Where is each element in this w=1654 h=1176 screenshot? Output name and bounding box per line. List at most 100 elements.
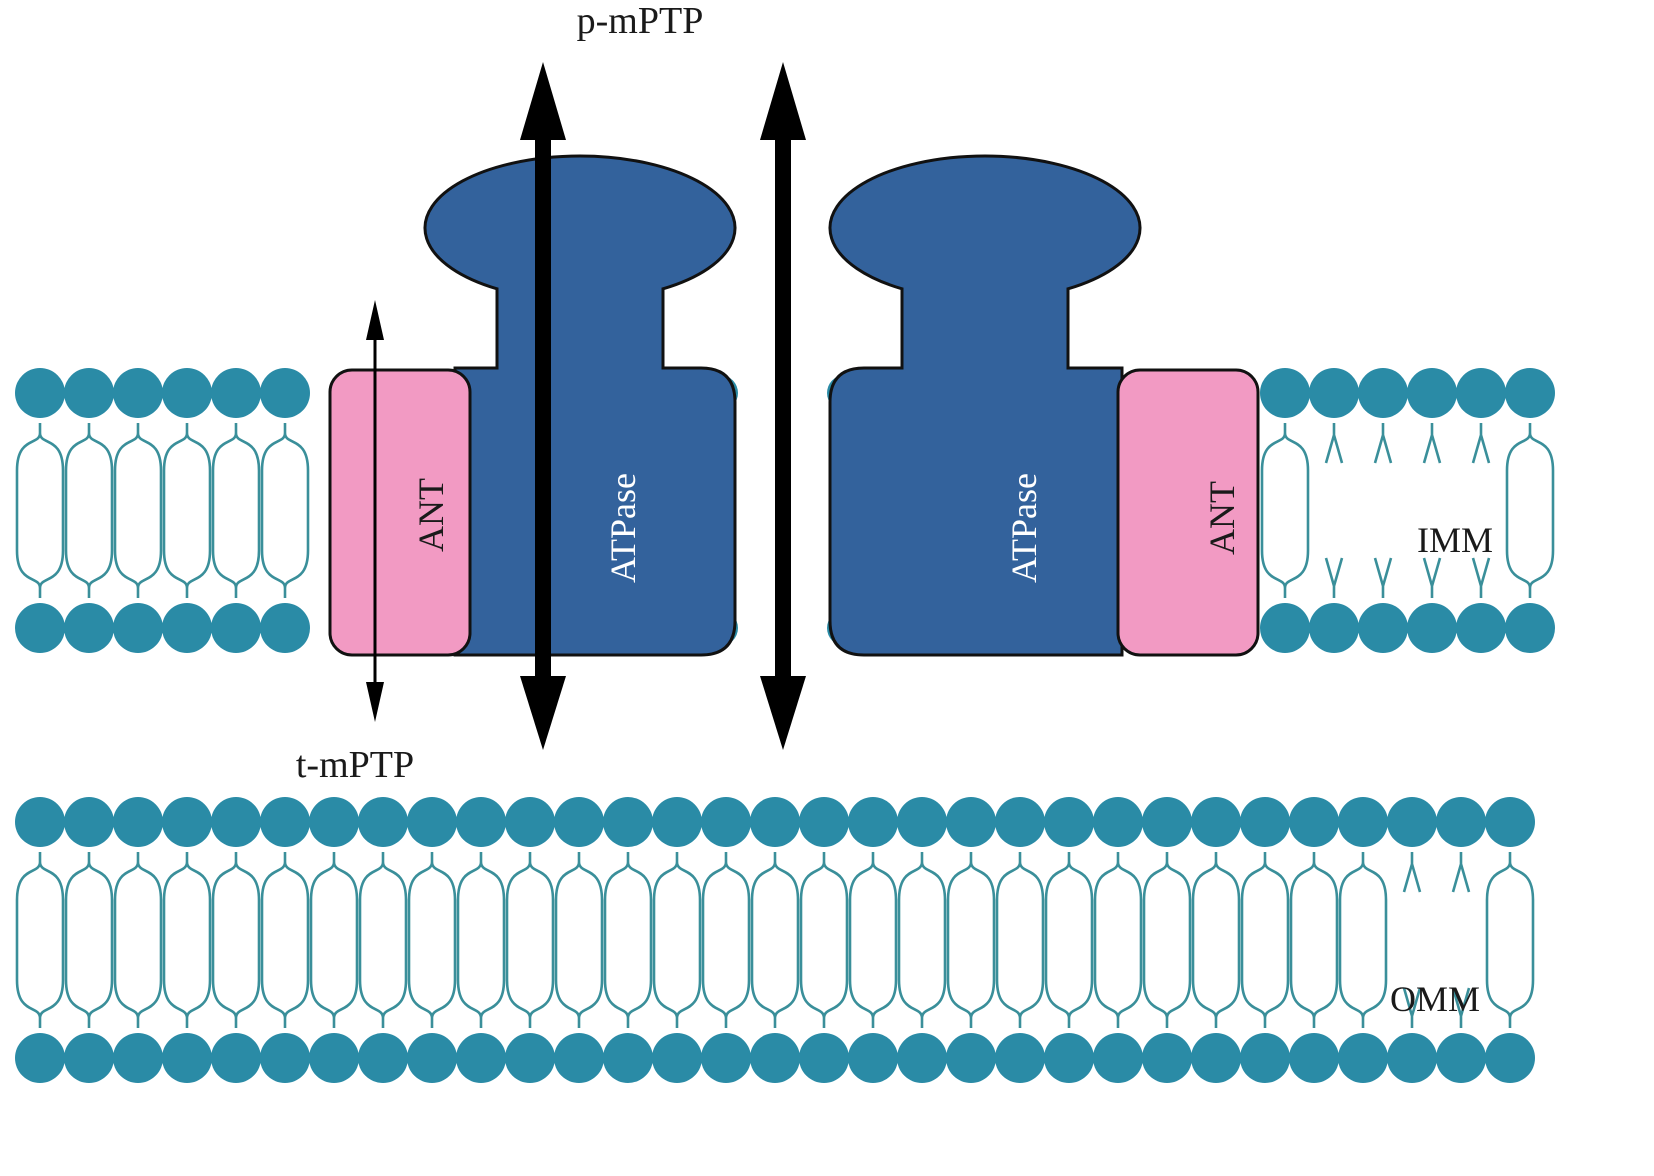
lipid-head	[652, 797, 702, 847]
lipid-tail	[1093, 852, 1143, 1028]
lipid-head	[1485, 797, 1535, 847]
lipid-tail	[113, 423, 163, 598]
lipid-head	[113, 1033, 163, 1083]
lipid-head	[1309, 368, 1359, 418]
lipid-head	[162, 368, 212, 418]
lipid-heads	[1260, 368, 1555, 653]
lipid-tail	[1422, 557, 1442, 598]
lipid-tail	[1451, 852, 1471, 893]
lipid-head	[309, 797, 359, 847]
atpase-left	[423, 154, 737, 657]
atpase-right-shape	[828, 154, 1142, 657]
ant-right	[1116, 368, 1260, 657]
lipid-tail	[113, 852, 163, 1028]
lipid-head	[358, 1033, 408, 1083]
atpase-right-label: ATPase	[1004, 473, 1044, 583]
lipid-tail	[799, 852, 849, 1028]
lipid-head	[1436, 797, 1486, 847]
lipid-head	[162, 603, 212, 653]
lipid-head	[15, 1033, 65, 1083]
lipid-tail	[1142, 852, 1192, 1028]
lipid-head	[260, 368, 310, 418]
lipid-head	[995, 1033, 1045, 1083]
arrowhead-down-icon	[760, 676, 806, 750]
lipid-head	[554, 1033, 604, 1083]
lipid-tail	[1402, 852, 1422, 893]
lipid-head	[64, 1033, 114, 1083]
lipid-tail	[162, 423, 212, 598]
lipid-tail	[505, 852, 555, 1028]
lipid-head	[505, 1033, 555, 1083]
lipid-head	[1289, 797, 1339, 847]
lipid-head	[64, 368, 114, 418]
lipid-tails	[1260, 423, 1555, 598]
lipid-tail	[1373, 423, 1393, 464]
lipid-tails	[15, 852, 1535, 1028]
lipid-head	[995, 797, 1045, 847]
lipid-head	[848, 1033, 898, 1083]
lipid-tail	[64, 423, 114, 598]
lipid-head	[309, 1033, 359, 1083]
lipid-tail	[1402, 987, 1422, 1028]
lipid-head	[1358, 603, 1408, 653]
lipid-tail	[1324, 423, 1344, 464]
lipid-head	[1338, 1033, 1388, 1083]
imm-bilayer-right	[1260, 368, 1555, 653]
lipid-tail	[260, 852, 310, 1028]
lipid-tail	[1324, 557, 1344, 598]
lipid-head	[1044, 1033, 1094, 1083]
lipid-tail	[1289, 852, 1339, 1028]
lipid-head	[603, 1033, 653, 1083]
lipid-heads	[15, 797, 1535, 1083]
lipid-tail	[554, 852, 604, 1028]
lipid-head	[358, 797, 408, 847]
lipid-head	[456, 1033, 506, 1083]
lipid-tail	[15, 423, 65, 598]
lipid-head	[1505, 368, 1555, 418]
lipid-head	[113, 797, 163, 847]
lipid-tail	[1044, 852, 1094, 1028]
lipid-head	[15, 797, 65, 847]
lipid-head	[1309, 603, 1359, 653]
lipid-head	[1093, 797, 1143, 847]
atpase-left-label: ATPase	[603, 473, 643, 583]
arrowhead-up-icon	[366, 300, 384, 340]
omm-bilayer	[15, 797, 1535, 1083]
lipid-head	[113, 368, 163, 418]
lipid-tail	[1191, 852, 1241, 1028]
lipid-tail	[848, 852, 898, 1028]
lipid-tail	[260, 423, 310, 598]
t-mptp-arrow	[366, 300, 384, 722]
lipid-head	[1093, 1033, 1143, 1083]
lipid-head	[260, 797, 310, 847]
lipid-head	[554, 797, 604, 847]
lipid-tail	[358, 852, 408, 1028]
lipid-tail	[1422, 423, 1442, 464]
lipid-head	[750, 1033, 800, 1083]
lipid-head	[1142, 1033, 1192, 1083]
lipid-head	[1260, 368, 1310, 418]
lipid-head	[1289, 1033, 1339, 1083]
lipid-tail	[1260, 423, 1310, 598]
lipid-tail	[1471, 423, 1491, 464]
arrowhead-down-icon	[366, 682, 384, 722]
lipid-tail	[1373, 557, 1393, 598]
lipid-head	[848, 797, 898, 847]
lipid-tail	[1338, 852, 1388, 1028]
lipid-head	[652, 1033, 702, 1083]
lipid-head	[1505, 603, 1555, 653]
lipid-head	[946, 797, 996, 847]
lipid-head	[799, 797, 849, 847]
p-mptp-arrow-1	[520, 62, 566, 750]
lipid-head	[1240, 1033, 1290, 1083]
lipid-tail	[701, 852, 751, 1028]
lipid-heads	[15, 368, 310, 653]
lipid-tail	[603, 852, 653, 1028]
lipid-tail	[64, 852, 114, 1028]
lipid-head	[113, 603, 163, 653]
lipid-tail	[211, 852, 261, 1028]
lipid-head	[15, 368, 65, 418]
lipid-head	[15, 603, 65, 653]
lipid-head	[701, 797, 751, 847]
